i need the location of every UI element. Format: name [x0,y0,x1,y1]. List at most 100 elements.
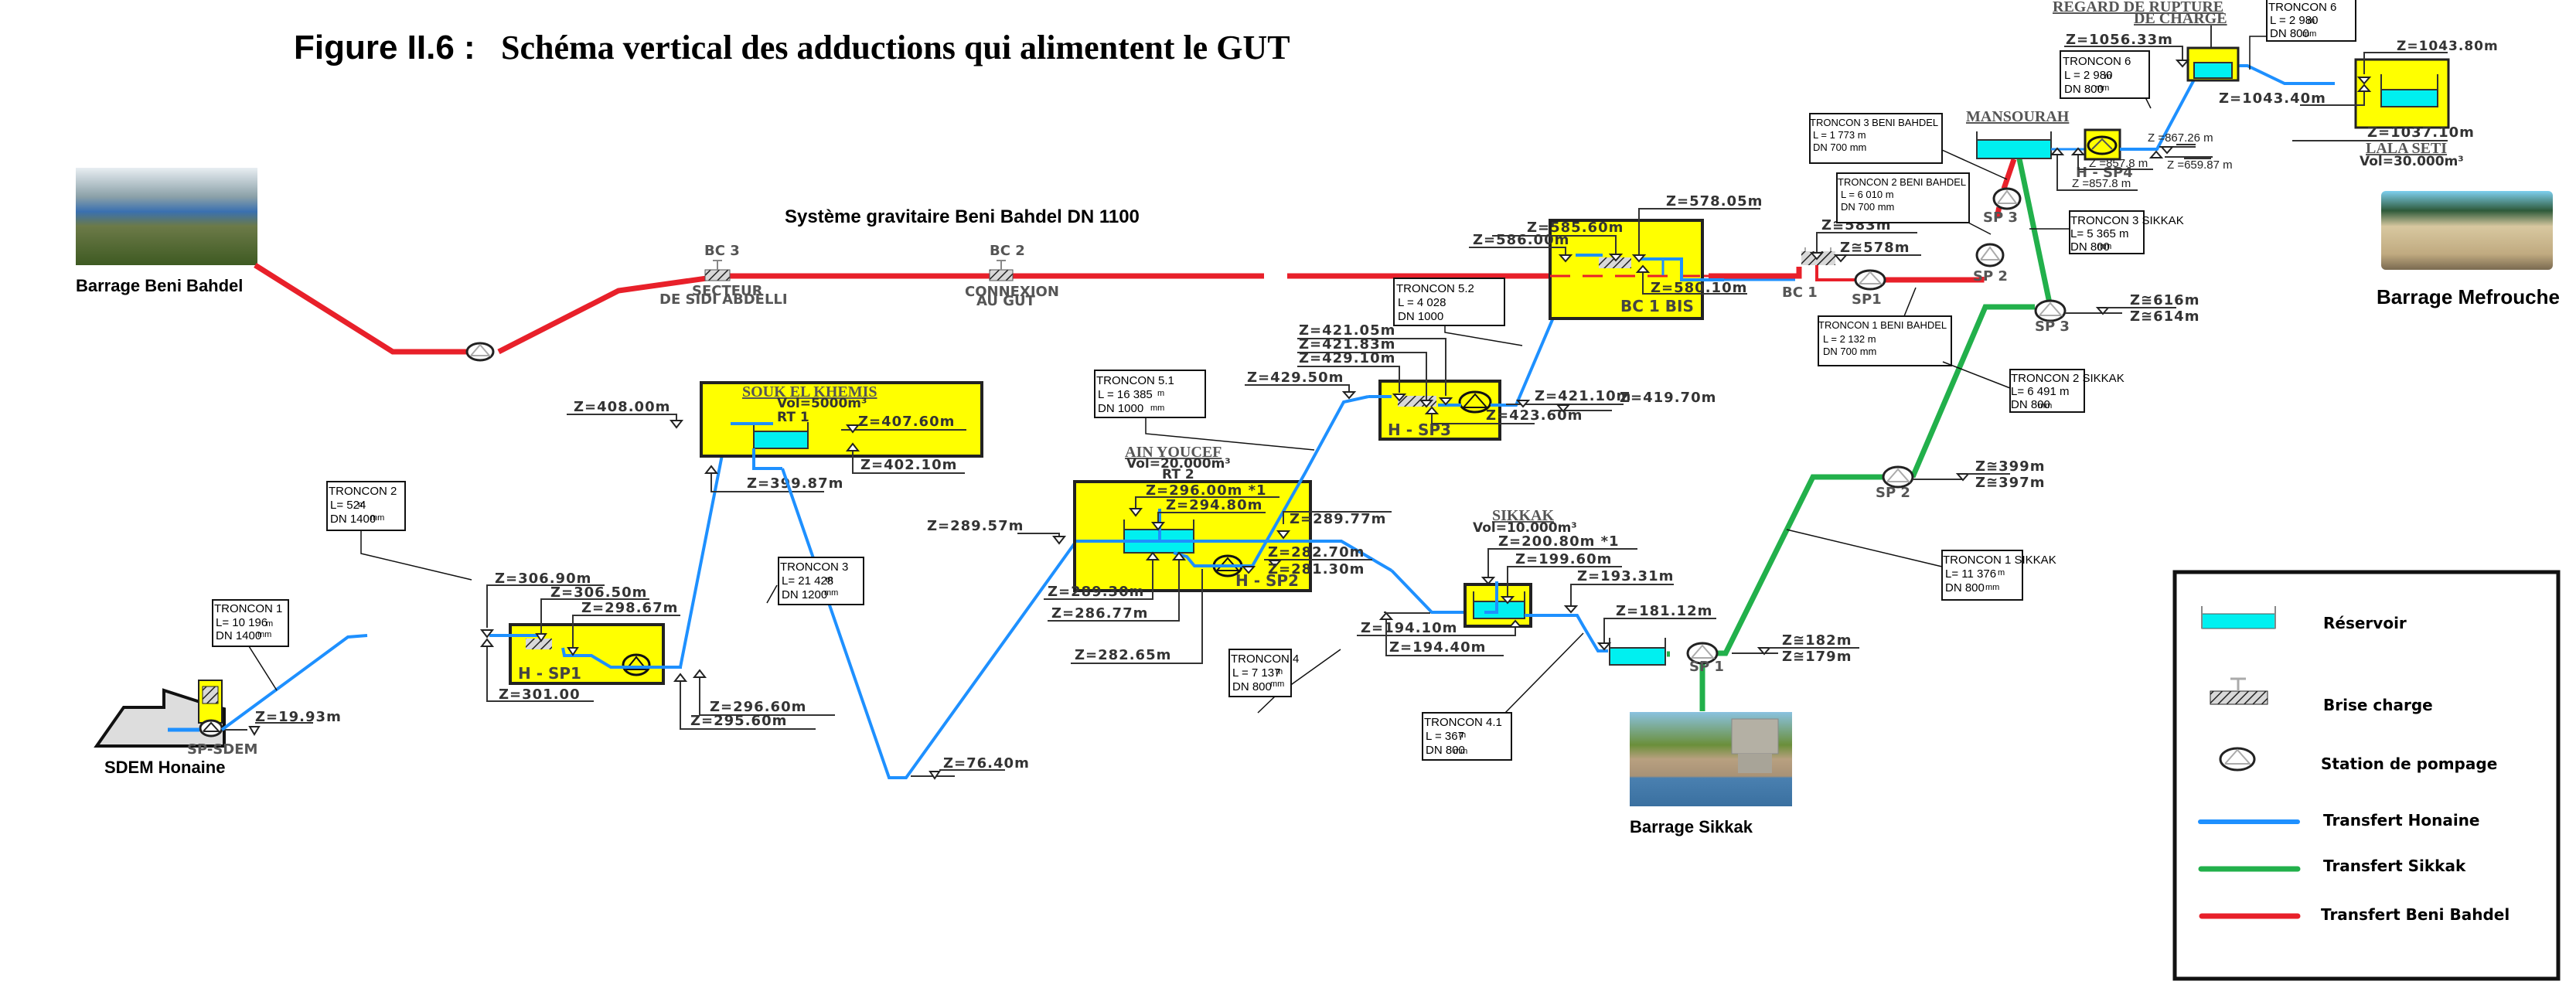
pump-station-icon [465,342,495,362]
svg-text:mm: mm [1150,404,1164,413]
svg-text:mm: mm [824,588,838,598]
troncon-length: L = 1 773 m [1813,129,1866,141]
rt1-volume: Vol=5000m³ [777,396,867,411]
svg-text:m: m [2104,72,2111,81]
troncon-box-t2-beni-bahdel: TRONCON 2 BENI BAHDEL L = 6 010 m DN 700… [1836,172,1992,235]
reservoir-icon [753,431,809,449]
legend-item-beni-bahdel: Transfert Beni Bahdel [2199,905,2510,924]
z-sikkak-194-40: Z=194.40m [1389,639,1486,656]
z-rt2-282-70: Z=282.70m [1268,544,1365,560]
bc3-caption-1: SECTEUR [692,283,763,299]
lala-seti: Z=1043.80m Z=1043.40m Z=1037.10m LALA SE… [2219,39,2498,169]
sikkak-sp2-label: SP 2 [1876,485,1910,501]
troncon-length: L = 4 028 [1398,296,1446,309]
svg-text:m: m [1276,667,1283,676]
z-h-sp1-306-90: Z=306.90m [495,571,591,587]
rt1-souk-el-khemis: SOUK EL KHEMIS Vol=5000m³ RT 1 [567,381,983,492]
barrage-mefrouche: Barrage Mefrouche [2377,191,2560,308]
z-sikkak-sp3-614: Z≅614m [2130,308,2199,325]
z-sikkak-sp1-182: Z≅182m [1782,632,1852,649]
bc2-caption-2: AU GUT [976,293,1036,309]
z-bc1bis-580-10: Z=580.10m [1651,280,1747,296]
bc1-label: BC 1 [1782,284,1818,301]
troncon-length: L = 2 980 [2064,69,2112,82]
troncon-dn: DN 800 [2070,240,2110,254]
pipe-troncon-1-sikkak [1718,474,1883,656]
troncon-length: L= 524 [330,499,366,512]
troncon-length: L= 10 196 [216,616,267,629]
z-h-sp3-421-05: Z=421.05m [1299,322,1395,339]
z-mansourah-659-87: Z =659.87 m [2167,158,2233,172]
bc1-bis: BC 1 BIS Z=585.60m Z=586.00m Z=578.05m Z… [1469,193,1762,320]
pump-station-icon [1854,269,1886,291]
rt1-outlet-pipe [752,448,782,470]
reservoir-icon [2201,613,2276,629]
pipe-troncon-3-beni-bahdel [2001,158,2017,190]
troncon-dn: DN 1200 [782,588,827,601]
troncon-title: TRONCON 4.1 [1424,716,1502,729]
troncon-dn: DN 800 [1945,581,1985,594]
z-sikkak-sp2-399: Z≅399m [1975,458,2045,475]
troncon-box-t2: TRONCON 2 L= 524 m DN 1400 mm [326,481,472,581]
z-rt1-402-10: Z=402.10m [860,457,957,473]
legend-label: Brise charge [2323,696,2433,714]
sp-sdem: SP-SDEM Z=19.93m [187,680,341,758]
troncon-title: TRONCON 1 SIKKAK [1943,554,2056,567]
legend: Réservoir Brise charge Station de pompag… [2172,570,2561,981]
troncon-dn: DN 800 [1426,744,1465,757]
troncon-dn: DN 800 [2064,83,2104,96]
troncon-box-t41: TRONCON 4.1 L = 367 m DN 800 mm [1422,632,1584,761]
troncon-title: TRONCON 5.1 [1096,374,1174,387]
bc1-outlet-pipe [1815,265,1871,281]
z-sikkak-200-80: Z=200.80m *1 [1498,533,1620,550]
troncon-title: TRONCON 1 BENI BAHDEL [1818,319,1947,331]
troncon-length: L= 11 376 [1945,567,1996,581]
legend-item-honaine: Transfert Honaine [2198,811,2479,830]
troncon-title: TRONCON 6 [2268,1,2336,14]
pipe-troncon-2-sikkak [1910,304,2035,479]
troncon-boxes: TRONCON 1 L= 10 196 m DN 1400 mm TRONCON… [212,0,2356,761]
pipe-troncon-3-sikkak [2015,151,2053,304]
brise-charge-icon [989,269,1014,281]
z-h-sp3-421-10: Z=421.10m [1535,388,1631,404]
z-rt1-399-87: Z=399.87m [747,475,843,492]
troncon-box-t4: TRONCON 4 L = 7 137 m DN 800 mm [1228,649,1341,714]
troncon-title: TRONCON 3 [780,560,848,574]
h-sp3-station: H - SP3 Z=421.05m Z=421.83m Z=429.10m Z=… [1245,227,1716,441]
beni-bahdel-pipe-gravity [497,273,1264,355]
troncon-dn: DN 1400 [330,513,376,526]
pump-station-icon [2087,135,2118,155]
z-sikkak-194-10: Z=194.10m [1361,620,1457,636]
rt1-site-name: SOUK EL KHEMIS [742,383,877,400]
svg-text:m: m [1459,731,1466,740]
troncon-dn: DN 800 [1232,680,1272,693]
legend-item-reservoir: Réservoir [2201,606,2407,632]
sikkak-sp1-label: SP 1 [1689,659,1724,675]
figure-title-text: Schéma vertical des adductions qui alime… [501,29,1290,66]
pipe-troncon-1 [220,634,368,731]
troncon-box-t1-beni-bahdel: TRONCON 1 BENI BAHDEL L = 2 132 m DN 700… [1818,287,1952,366]
beni-bahdel-sp2: SP 2 [1973,243,2008,284]
troncon-length: L = 6 010 m [1841,189,1894,200]
z-bc1bis-585-60: Z=585.60m [1527,220,1624,236]
troncon-box-t6-top: TRONCON 6 L = 2 980 m DN 800 mm [2249,0,2356,70]
lala-seti-site-name: LALA SETI [2366,140,2447,157]
bc2-brise-charge: BC 2 CONNEXION AU GUT [965,243,1059,309]
legend-label: Station de pompage [2321,755,2497,773]
sp-sdem-label: SP-SDEM [187,741,257,758]
z-sikkak-193-31: Z=193.31m [1577,568,1674,584]
z-h-sp3-421-83: Z=421.83m [1299,336,1395,353]
z-h-sp3-423-60: Z=423.60m [1486,407,1583,424]
bc1-bis-outlet [1639,257,1724,281]
legend-label: Réservoir [2323,614,2407,632]
figure-title-prefix: Figure II.6 : [294,29,475,66]
troncon-title: TRONCON 5.2 [1396,282,1474,295]
sikkak-sp2: SP 2 Z≅399m Z≅397m [1876,458,2045,501]
z-rt2-289-30: Z=289.30m [1048,584,1144,600]
troncon-dn: DN 700 mm [1841,201,1894,213]
troncon-box-t6-left: TRONCON 6 L = 2 980 m DN 800 mm [2060,50,2152,109]
troncon-length: L = 16 385 [1098,388,1153,401]
sikkak-volume: Vol=10.000m³ [1473,520,1577,536]
z-h-sp3-429-10: Z=429.10m [1299,350,1395,366]
svg-text:mm: mm [1985,583,1999,592]
